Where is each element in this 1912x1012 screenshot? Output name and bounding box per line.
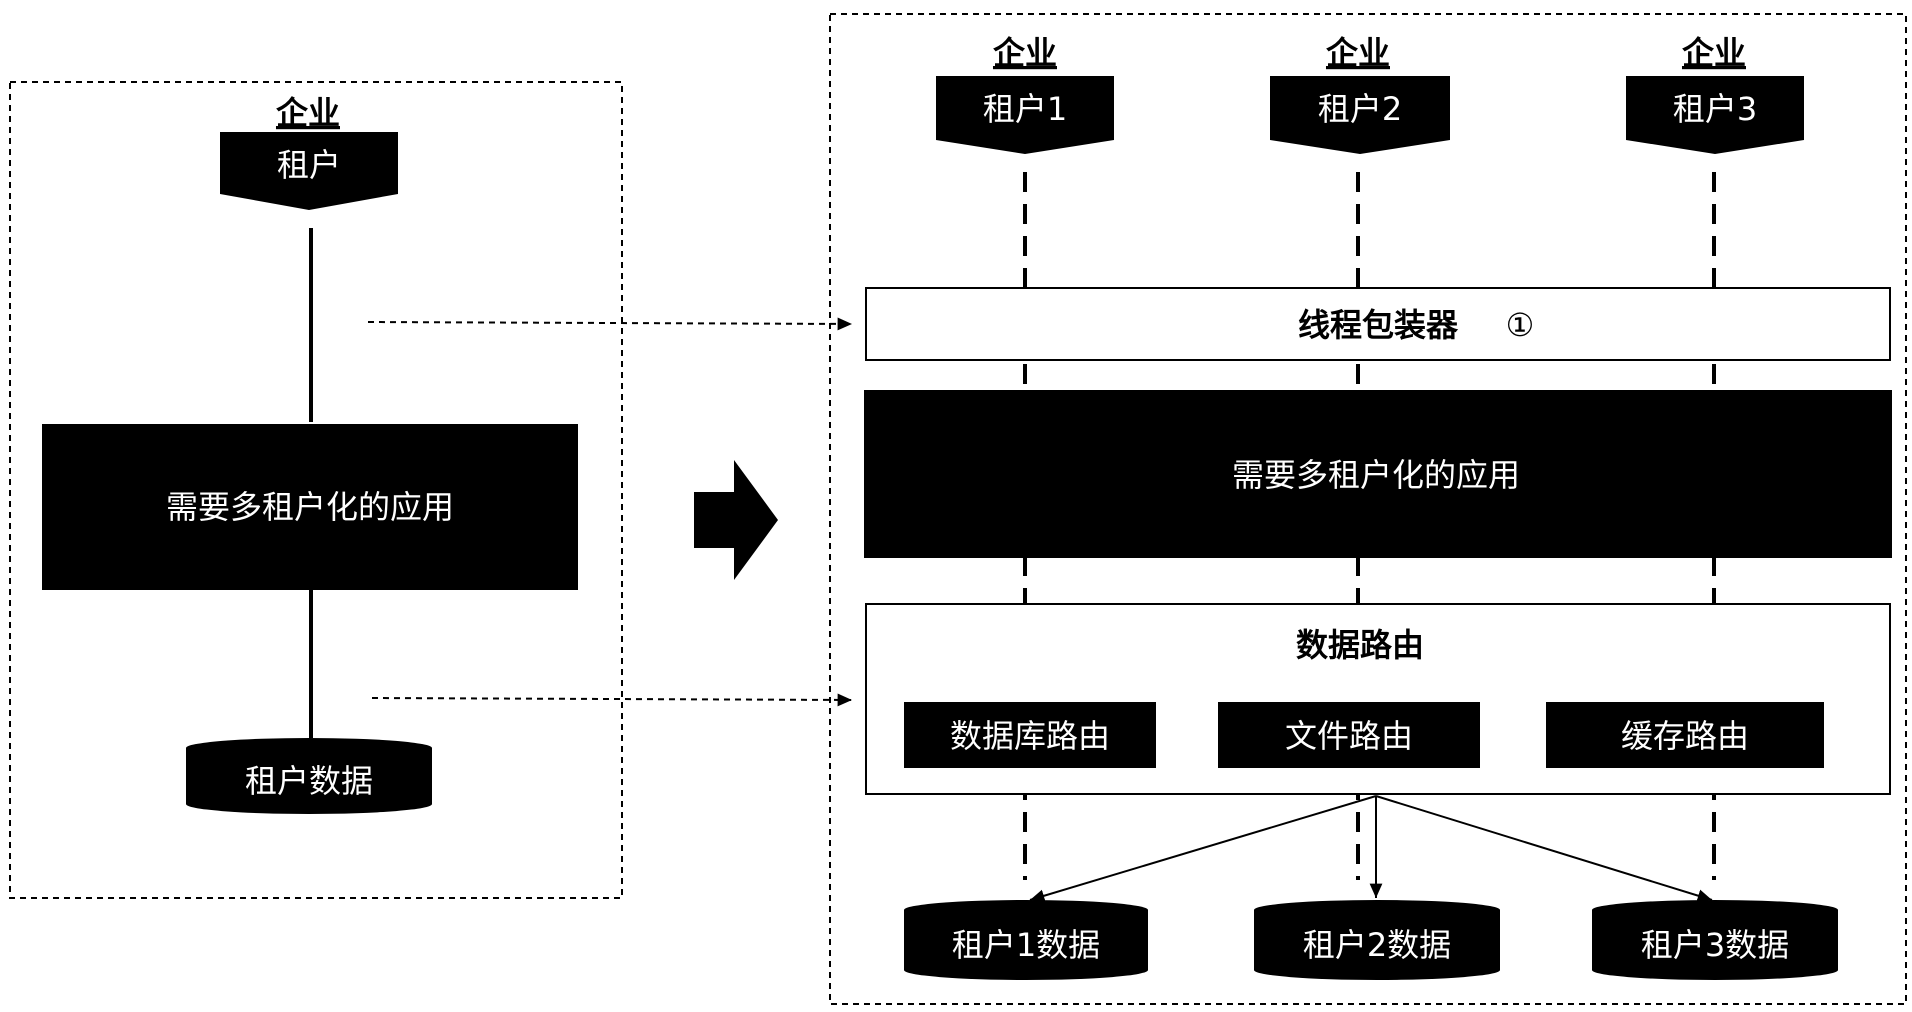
- left-tenant-label: 租户: [277, 146, 341, 184]
- data-routing-title: 数据路由: [1296, 626, 1424, 664]
- transition-arrow-icon: [694, 460, 778, 580]
- tenant-3-enterprise-label: 企业: [1682, 34, 1746, 72]
- tenant-3-label: 租户3: [1673, 90, 1757, 128]
- tenant-1-label: 租户1: [983, 90, 1067, 128]
- tenant-2-data-label: 租户2数据: [1303, 926, 1451, 964]
- route-arrow-tenant-3: [1376, 796, 1712, 900]
- tenant-2-enterprise-label: 企业: [1326, 34, 1390, 72]
- thread-wrapper-marker: ①: [1506, 306, 1535, 344]
- route-cache-label: 缓存路由: [1621, 717, 1749, 755]
- tenant-3-header: 企业 租户3: [1626, 34, 1804, 154]
- left-panel: 企业 租户 需要多租户化的应用 租户数据: [10, 82, 622, 898]
- route-db-label: 数据库路由: [950, 717, 1110, 755]
- right-app-label: 需要多租户化的应用: [1232, 456, 1520, 494]
- left-enterprise-label: 企业: [276, 94, 340, 132]
- routing-arrows: [1030, 796, 1712, 900]
- tenant-2-label: 租户2: [1318, 90, 1402, 128]
- tenant-1-header: 企业 租户1: [936, 34, 1114, 154]
- left-app-label: 需要多租户化的应用: [166, 488, 454, 526]
- right-panel: 企业 租户1 企业 租户2 企业 租户3 线程包装器 ① 需要多租户化的应用 数…: [830, 14, 1906, 1004]
- tenant-3-data-label: 租户3数据: [1641, 926, 1789, 964]
- arrow-to-data-routing: [372, 698, 852, 700]
- route-file-label: 文件路由: [1285, 717, 1413, 755]
- route-arrow-tenant-1: [1030, 796, 1376, 900]
- thread-wrapper-label: 线程包装器: [1298, 306, 1459, 344]
- arrow-to-thread-wrapper: [368, 322, 852, 324]
- tenant-2-header: 企业 租户2: [1270, 34, 1450, 154]
- tenant-1-data-label: 租户1数据: [952, 926, 1100, 964]
- left-data-label: 租户数据: [245, 762, 373, 800]
- tenant-1-enterprise-label: 企业: [993, 34, 1057, 72]
